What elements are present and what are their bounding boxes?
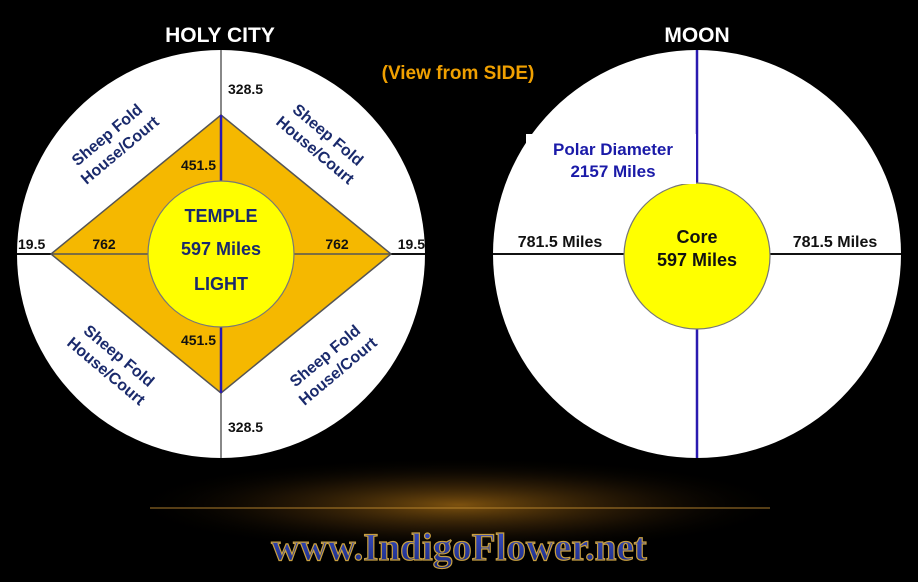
measure-lower-inner: 451.5 [181,332,216,348]
light-label: LIGHT [194,274,248,294]
core-label: Core [676,227,717,247]
view-subtitle: (View from SIDE) [382,63,535,84]
moon-diagram: Polar Diameter 2157 Miles 781.5 Miles 78… [493,50,901,458]
measure-upper-inner: 451.5 [181,157,216,173]
moon-right-radius: 781.5 Miles [793,234,878,251]
core-size-label: 597 Miles [657,250,737,270]
moon-core-circle [623,182,771,330]
temple-circle [147,180,295,328]
footer-glow [129,457,789,553]
website-link[interactable]: www.IndigoFlower.net [271,525,648,569]
measure-left-edge: 19.5 [18,236,45,252]
polar-diameter-label: Polar Diameter [553,140,673,159]
measure-right-inner: 762 [325,236,349,252]
temple-size-label: 597 Miles [181,239,261,259]
measure-top: 328.5 [228,81,263,97]
temple-label: TEMPLE [184,206,257,226]
polar-label-bg [526,134,696,184]
polar-diameter-value: 2157 Miles [570,162,655,181]
holy-city-diagram: TEMPLE 597 Miles LIGHT 328.5 328.5 451.5… [17,50,425,458]
measure-left-inner: 762 [92,236,116,252]
holy-city-title: HOLY CITY [165,24,275,47]
measure-bottom: 328.5 [228,419,263,435]
moon-left-radius: 781.5 Miles [518,234,603,251]
measure-right-edge: 19.5 [398,236,425,252]
moon-title: MOON [664,24,729,47]
